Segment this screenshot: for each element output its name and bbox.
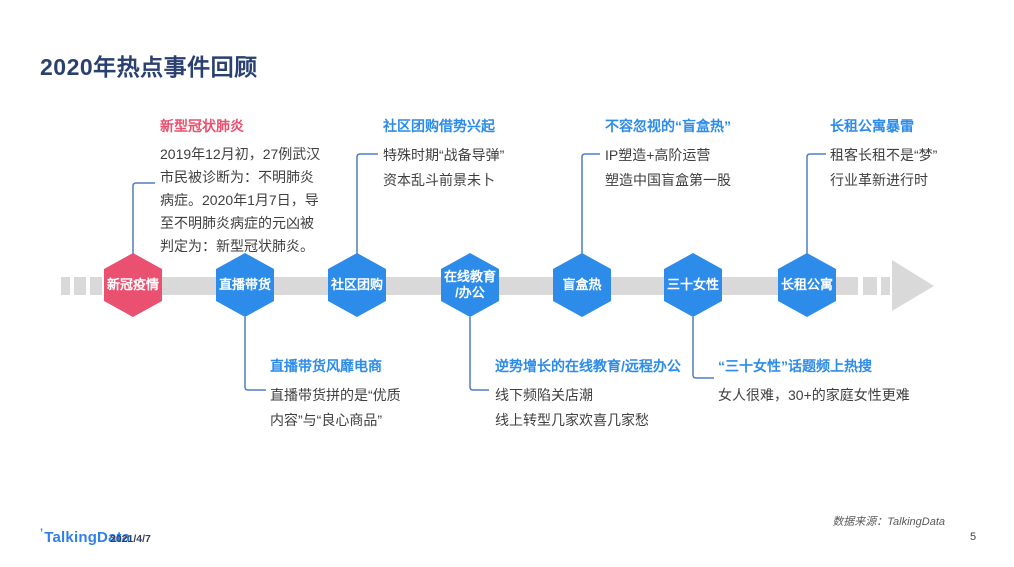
logo-tick: ’	[40, 527, 44, 539]
annotation-blindbox: 不容忽视的“盲盒热” IP塑造+高阶运营 塑造中国盲盒第一股	[605, 116, 820, 193]
annotation-covid-title: 新型冠状肺炎	[160, 118, 244, 134]
annotation-line: 特殊时期“战备导弹”	[383, 147, 505, 163]
annotation-line: 内容”与“良心商品”	[270, 412, 382, 428]
annotation-community-buying: 社区团购借势兴起 特殊时期“战备导弹” 资本乱斗前景未卜	[383, 116, 598, 193]
connector-livestream	[244, 317, 266, 391]
talkingdata-logo: ’TalkingData	[40, 527, 130, 546]
annotation-livestream-title: 直播带货风靡电商	[270, 358, 382, 374]
timeline-node-apartment: 长租公寓	[778, 253, 836, 317]
timeline-arrow-icon	[892, 260, 934, 311]
annotation-line: 女人很难，30+的家庭女性更难	[718, 387, 910, 403]
connector-community-buying	[356, 153, 378, 255]
annotation-online-edu-title: 逆势增长的在线教育/远程办公	[495, 358, 681, 374]
annotation-women30-title: “三十女性”话题频上热搜	[718, 358, 872, 374]
annotation-line: 行业革新进行时	[830, 172, 928, 188]
page-number: 5	[970, 531, 977, 543]
annotation-line: 病症。2020年1月7日，导	[160, 192, 319, 208]
annotation-line: 资本乱斗前景未卜	[383, 172, 495, 188]
annotation-line: 判定为：新型冠状肺炎。	[160, 238, 314, 254]
annotation-blindbox-title: 不容忽视的“盲盒热”	[605, 118, 731, 134]
connector-blindbox	[581, 153, 600, 255]
annotation-line: 塑造中国盲盒第一股	[605, 172, 731, 188]
annotation-apartment-title: 长租公寓暴雷	[830, 118, 914, 134]
connector-covid	[132, 182, 155, 255]
timeline-bar-start-dashes	[61, 277, 102, 295]
annotation-apartment: 长租公寓暴雷 租客长租不是“梦” 行业革新进行时	[830, 116, 1010, 193]
timeline-node-blindbox: 盲盒热	[553, 253, 611, 317]
annotation-women30: “三十女性”话题频上热搜 女人很难，30+的家庭女性更难	[718, 356, 978, 408]
timeline-node-women30: 三十女性	[664, 253, 722, 317]
annotation-line: 市民被诊断为：不明肺炎	[160, 169, 314, 185]
slide-date: 2021/4/7	[110, 533, 151, 545]
logo-text: TalkingData	[44, 529, 131, 546]
annotation-line: 至不明肺炎病症的元凶被	[160, 215, 314, 231]
connector-women30	[692, 317, 714, 379]
annotation-line: 线上转型几家欢喜几家愁	[495, 412, 649, 428]
annotation-livestream: 直播带货风靡电商 直播带货拼的是“优质 内容”与“良心商品”	[270, 356, 490, 433]
connector-apartment	[806, 153, 826, 255]
annotation-community-buying-title: 社区团购借势兴起	[383, 118, 495, 134]
annotation-online-edu: 逆势增长的在线教育/远程办公 线下频陷关店潮 线上转型几家欢喜几家愁	[495, 356, 730, 433]
annotation-line: 租客长租不是“梦”	[830, 147, 938, 163]
annotation-line: IP塑造+高阶运营	[605, 147, 711, 163]
annotation-covid: 新型冠状肺炎 2019年12月初，27例武汉 市民被诊断为：不明肺炎 病症。20…	[160, 116, 400, 258]
page-title: 2020年热点事件回顾	[40, 54, 258, 80]
annotation-line: 2019年12月初，27例武汉	[160, 146, 321, 162]
timeline-bar-end-dashes	[863, 277, 890, 295]
data-source-note: 数据来源：TalkingData	[832, 516, 945, 528]
annotation-line: 线下频陷关店潮	[495, 387, 593, 403]
annotation-line: 直播带货拼的是“优质	[270, 387, 401, 403]
connector-online-edu	[469, 317, 489, 391]
